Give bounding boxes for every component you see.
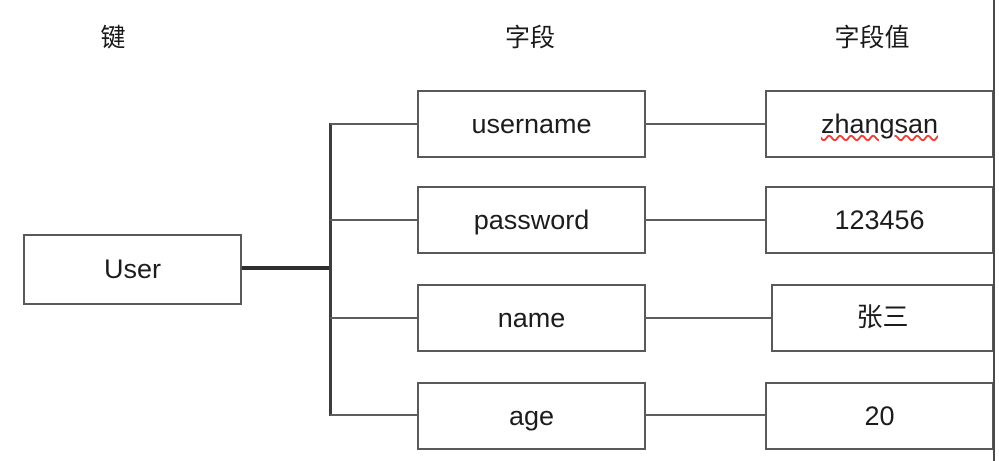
field-node-2-label: password — [473, 204, 590, 235]
field-node-4[interactable]: age — [417, 382, 646, 450]
field-to-value-connector-3 — [645, 317, 772, 319]
field-node-2[interactable]: password — [417, 186, 646, 254]
field-to-value-connector-2 — [645, 219, 766, 221]
key-column-header: 键 — [100, 23, 126, 52]
field-node-1-label: username — [471, 108, 592, 139]
field-node-4-label: age — [508, 400, 555, 431]
field-column-header: 字段 — [504, 23, 555, 52]
field-node-1[interactable]: username — [417, 90, 646, 158]
value-node-2[interactable]: 123456 — [765, 186, 994, 254]
value-node-3[interactable]: 张三 — [771, 284, 994, 352]
value-node-4-label: 20 — [864, 400, 895, 431]
field-node-3[interactable]: name — [417, 284, 646, 352]
branch-connector-row-3 — [330, 317, 418, 319]
root-node-label: User — [103, 254, 161, 284]
root-node-user[interactable]: User — [23, 234, 242, 305]
value-node-1-label: zhangsan — [820, 108, 939, 139]
value-node-4[interactable]: 20 — [765, 382, 994, 450]
right-frame-border — [993, 0, 995, 461]
root-to-trunk-connector — [242, 266, 332, 270]
value-node-2-label: 123456 — [834, 204, 925, 235]
branch-connector-row-4 — [330, 414, 418, 416]
value-node-1[interactable]: zhangsan — [765, 90, 994, 158]
trunk-vertical-connector — [329, 123, 332, 416]
value-node-3-label: 张三 — [856, 303, 909, 333]
branch-connector-row-1 — [330, 123, 418, 125]
field-node-3-label: name — [497, 302, 566, 333]
value-column-header: 字段值 — [834, 23, 910, 52]
field-to-value-connector-1 — [645, 123, 766, 125]
field-to-value-connector-4 — [645, 414, 766, 416]
branch-connector-row-2 — [330, 219, 418, 221]
